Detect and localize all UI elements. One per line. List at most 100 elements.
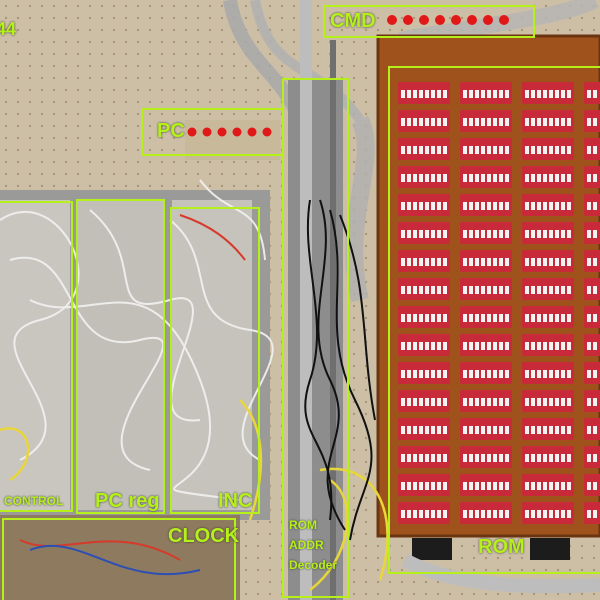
cmd-led: [483, 15, 493, 25]
dip-switch: [460, 306, 512, 328]
dip-switch-lever: [463, 230, 467, 238]
dip-switch-lever: [493, 174, 497, 182]
dip-switch-lever: [437, 202, 441, 210]
dip-switch-lever: [587, 482, 591, 490]
dip-switch-lever: [493, 202, 497, 210]
dip-switch-lever: [419, 454, 423, 462]
dip-switch-lever: [431, 454, 435, 462]
dip-switch-lever: [549, 510, 553, 518]
dip-switch-lever: [469, 370, 473, 378]
dip-switch-lever: [475, 230, 479, 238]
dip-switch-lever: [543, 426, 547, 434]
dip-switch-lever: [431, 370, 435, 378]
dip-switch: [584, 418, 600, 440]
dip-switch-lever: [425, 370, 429, 378]
dip-switch-lever: [567, 230, 571, 238]
dip-switch-lever: [505, 202, 509, 210]
dip-switch-lever: [499, 258, 503, 266]
dip-switch-lever: [481, 454, 485, 462]
dip-switch-lever: [531, 482, 535, 490]
dip-switch-lever: [481, 426, 485, 434]
dip-switch-lever: [469, 454, 473, 462]
dip-switch-lever: [407, 426, 411, 434]
dip-switch-lever: [401, 314, 405, 322]
dip-switch-lever: [593, 118, 597, 126]
dip-switch-lever: [413, 258, 417, 266]
pc-led: [247, 127, 257, 137]
dip-switch: [460, 418, 512, 440]
dip-switch-lever: [543, 90, 547, 98]
dip-switch-lever: [407, 510, 411, 518]
dip-switch-lever: [531, 398, 535, 406]
dip-switch-lever: [401, 482, 405, 490]
dip-switch-lever: [443, 174, 447, 182]
dip-switch: [398, 278, 450, 300]
dip-switch-lever: [419, 146, 423, 154]
dip-switch-lever: [463, 146, 467, 154]
dip-switch-lever: [525, 342, 529, 350]
dip-switch-lever: [561, 146, 565, 154]
dip-switch-lever: [469, 482, 473, 490]
dip-switch-lever: [413, 202, 417, 210]
dip-switch-lever: [419, 342, 423, 350]
dip-switch-lever: [525, 202, 529, 210]
dip-switch: [584, 250, 600, 272]
dip-switch-lever: [431, 482, 435, 490]
dip-switch-lever: [561, 426, 565, 434]
dip-switch-lever: [431, 510, 435, 518]
dip-switch-lever: [593, 258, 597, 266]
dip-switch-lever: [555, 482, 559, 490]
dip-switch: [522, 222, 574, 244]
dip-switch: [460, 390, 512, 412]
dip-switch-lever: [443, 398, 447, 406]
dip-switch-lever: [493, 482, 497, 490]
dip-switch-lever: [531, 510, 535, 518]
dip-switch-lever: [407, 286, 411, 294]
dip-switch-lever: [531, 286, 535, 294]
dip-switch-lever: [463, 370, 467, 378]
dip-switch-lever: [419, 482, 423, 490]
dip-switch-lever: [593, 202, 597, 210]
dip-switch-lever: [555, 370, 559, 378]
dip-switch: [584, 110, 600, 132]
dip-switch-lever: [549, 90, 553, 98]
dip-switch-lever: [567, 510, 571, 518]
dip-switch-lever: [401, 230, 405, 238]
dip-switch-lever: [443, 426, 447, 434]
dip-switch-lever: [413, 286, 417, 294]
dip-switch-lever: [543, 230, 547, 238]
dip-switch-lever: [537, 482, 541, 490]
dip-switch-lever: [481, 314, 485, 322]
dip-switch: [584, 82, 600, 104]
dip-switch-lever: [543, 398, 547, 406]
dip-switch-lever: [475, 258, 479, 266]
dip-switch-lever: [493, 230, 497, 238]
dip-switch-lever: [593, 398, 597, 406]
dip-switch-lever: [443, 146, 447, 154]
dip-switch: [460, 82, 512, 104]
dip-switch-lever: [419, 174, 423, 182]
dip-switch: [584, 362, 600, 384]
dip-switch-lever: [593, 482, 597, 490]
dip-switch-lever: [463, 90, 467, 98]
dip-switch-lever: [431, 426, 435, 434]
dip-switch-lever: [463, 482, 467, 490]
dip-switch-lever: [425, 202, 429, 210]
dip-switch-lever: [407, 398, 411, 406]
dip-switch-lever: [425, 286, 429, 294]
dip-switch-lever: [469, 90, 473, 98]
dip-switch-lever: [567, 370, 571, 378]
dip-switch-lever: [431, 286, 435, 294]
dip-switch-lever: [567, 146, 571, 154]
dip-switch-lever: [481, 286, 485, 294]
dip-switch-lever: [419, 258, 423, 266]
dip-switch-lever: [487, 314, 491, 322]
dip-switch: [584, 502, 600, 524]
cmd-led: [451, 15, 461, 25]
dip-switch-lever: [567, 454, 571, 462]
dip-switch-lever: [555, 454, 559, 462]
clock-label: CLOCK: [168, 525, 240, 547]
dip-switch-lever: [401, 454, 405, 462]
dip-switch-lever: [561, 202, 565, 210]
dip-switch-lever: [531, 90, 535, 98]
